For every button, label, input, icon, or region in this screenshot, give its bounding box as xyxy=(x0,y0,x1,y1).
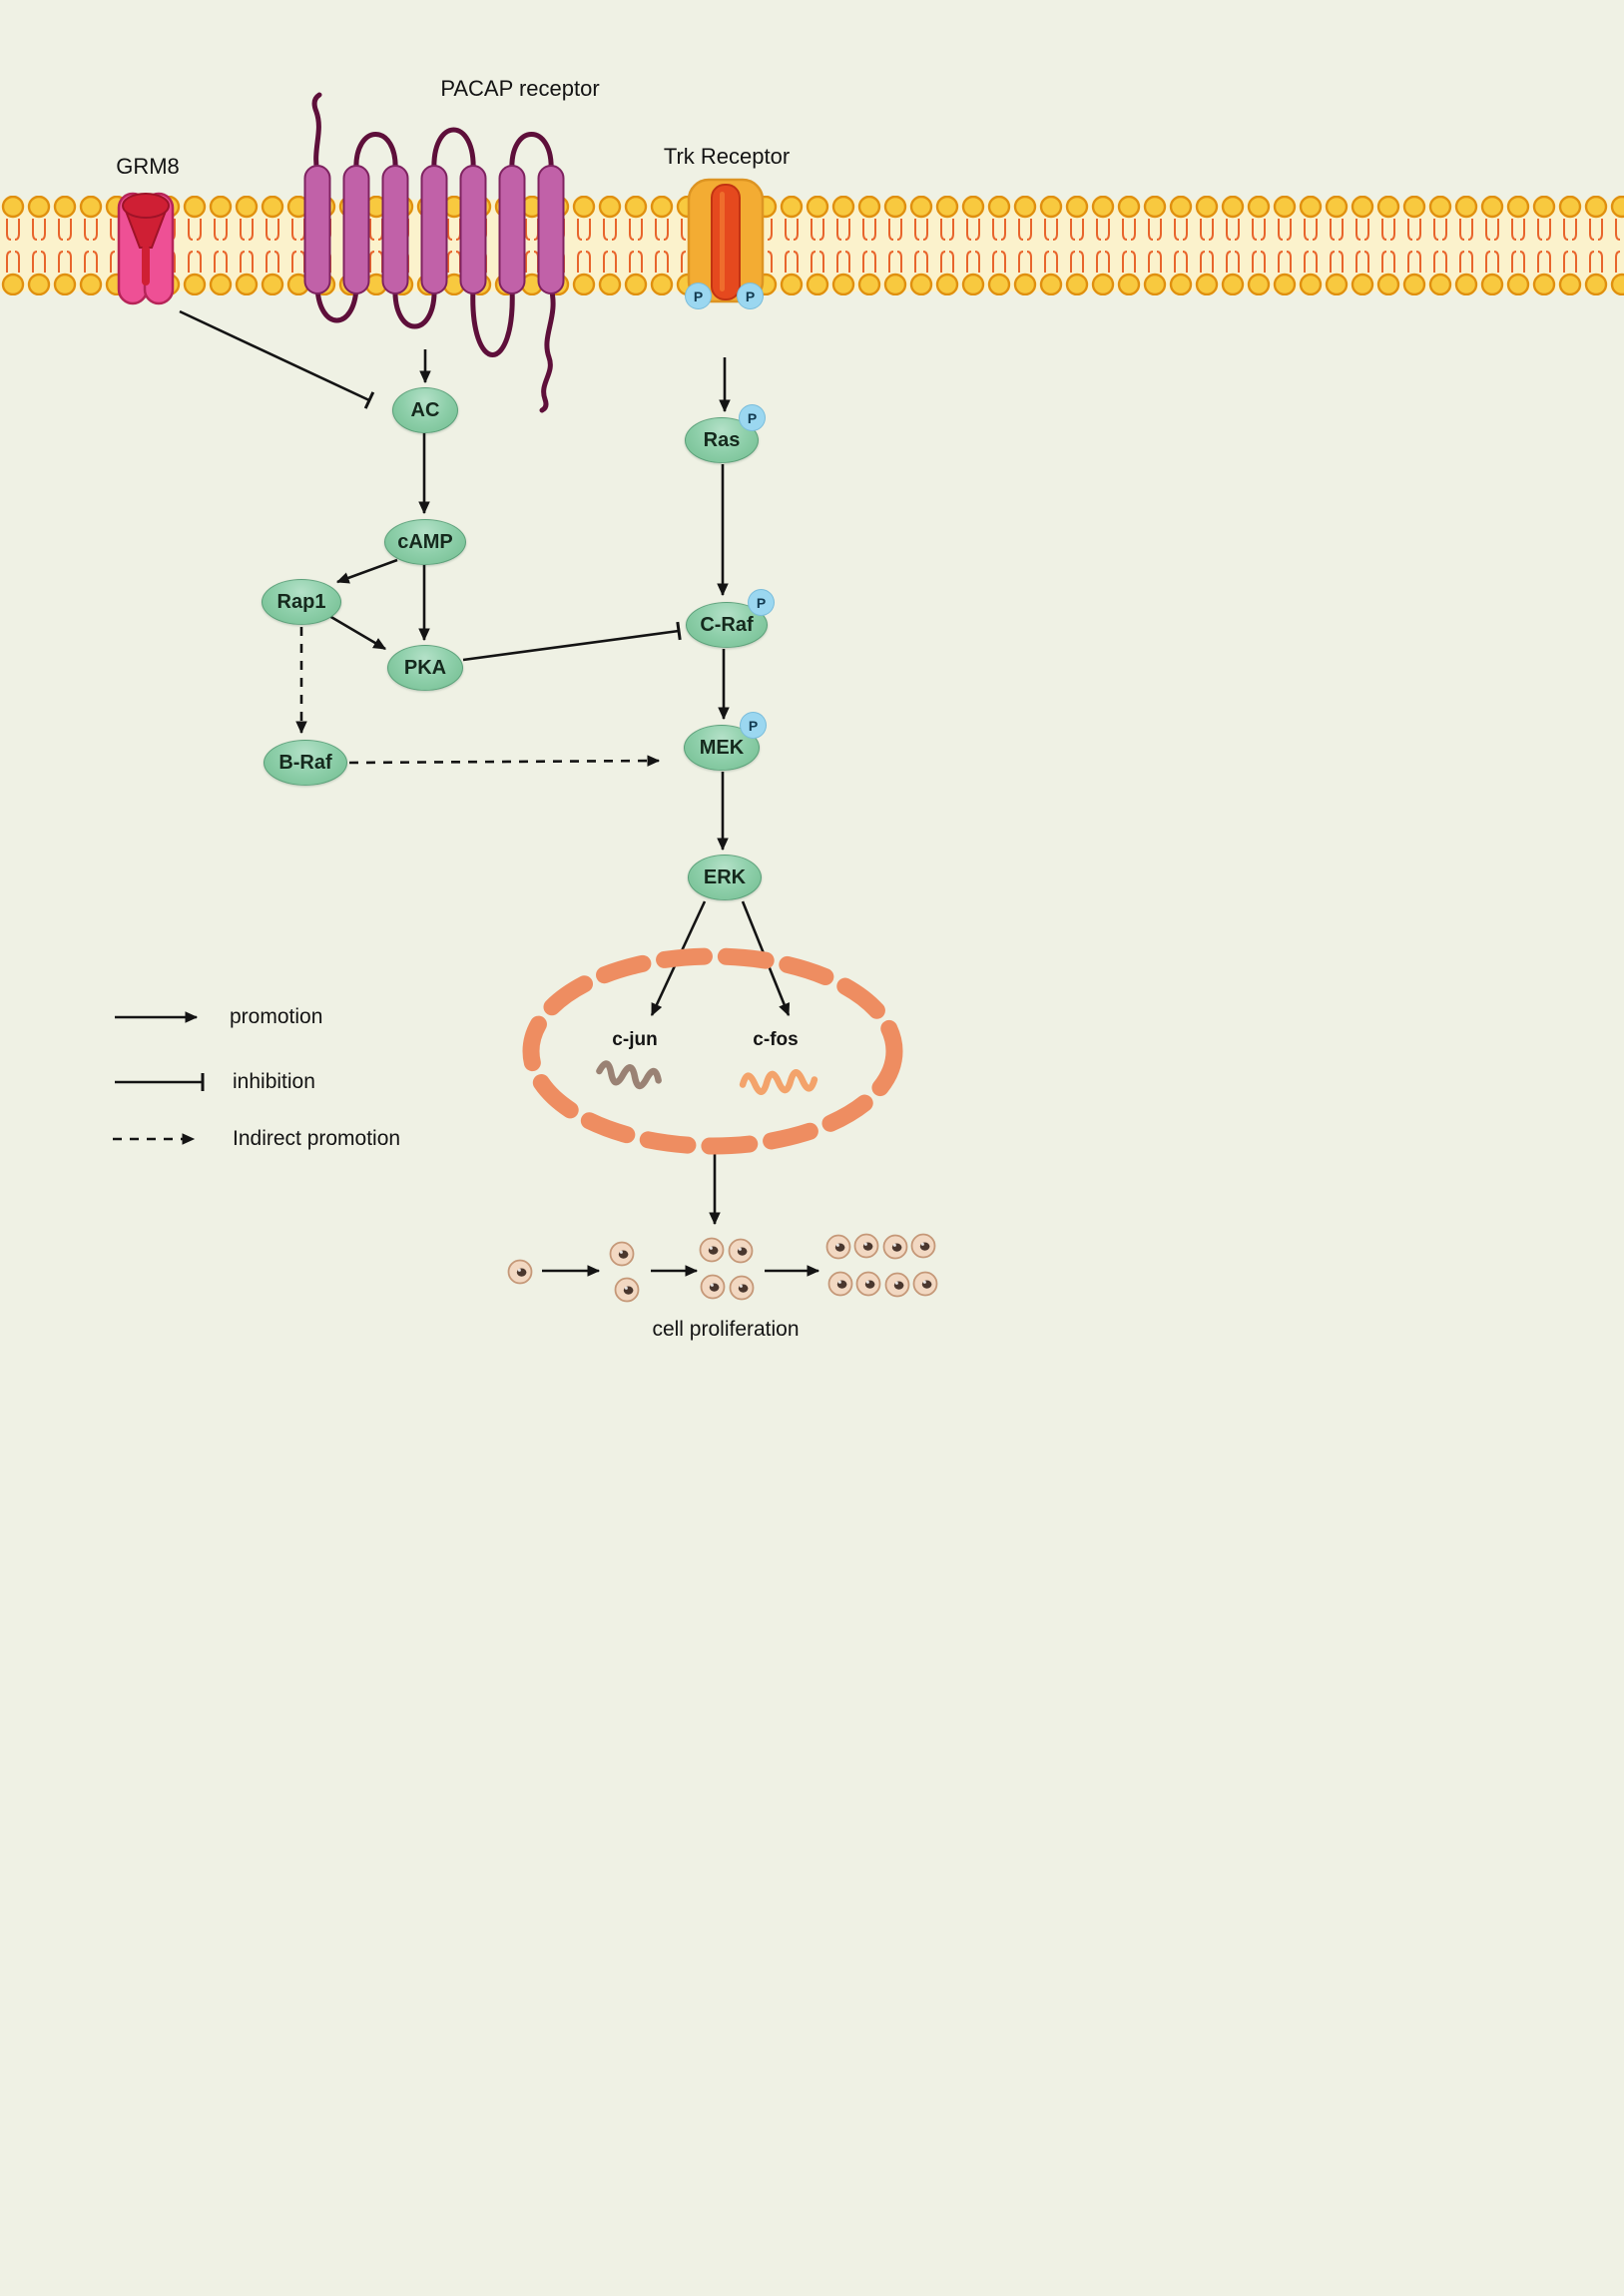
legend-label-promotion: promotion xyxy=(230,1005,323,1028)
node-ras-label: Ras xyxy=(703,428,741,451)
cell xyxy=(609,1241,635,1267)
pacap-receptor-label: PACAP receptor xyxy=(440,76,600,101)
legend-label-inhibition: inhibition xyxy=(233,1070,315,1093)
pacap-loops xyxy=(311,92,556,413)
cell xyxy=(910,1233,936,1259)
cfos-label: c-fos xyxy=(753,1029,799,1050)
dashed-braf-to-mek xyxy=(348,755,661,767)
membrane-bilayer xyxy=(0,196,1624,295)
node-rap1: Rap1 xyxy=(262,579,341,625)
ras-phospho-badge: P xyxy=(739,404,766,431)
cell xyxy=(729,1275,755,1301)
pacap-receptor xyxy=(303,92,565,413)
node-ac-label: AC xyxy=(410,398,440,421)
cell xyxy=(912,1271,938,1297)
cell xyxy=(853,1233,879,1259)
cell xyxy=(728,1238,754,1264)
trk-phospho-badge-left: P xyxy=(685,283,712,309)
inhibition-grm8-to-ac xyxy=(179,309,375,409)
node-pka: PKA xyxy=(387,645,463,691)
node-craf: C-Raf P xyxy=(686,589,775,648)
cell xyxy=(882,1234,908,1260)
cjun-label: c-jun xyxy=(612,1029,658,1050)
cjun-dna-squiggle xyxy=(596,1060,662,1090)
node-ac: AC xyxy=(392,387,458,433)
cell xyxy=(507,1259,533,1285)
legend-label-indirect-promotion: Indirect promotion xyxy=(233,1127,401,1150)
node-pka-label: PKA xyxy=(403,656,447,679)
cell-proliferation-caption: cell proliferation xyxy=(652,1318,800,1341)
cell xyxy=(884,1272,910,1298)
cell xyxy=(825,1234,851,1260)
cell-proliferation-cells xyxy=(507,1233,938,1303)
mek-phospho-badge: P xyxy=(740,712,767,739)
trk-receptor-label: Trk Receptor xyxy=(663,144,791,169)
legend-glyphs xyxy=(113,1011,205,1145)
node-erk-label: ERK xyxy=(703,865,747,888)
grm8-label: GRM8 xyxy=(116,154,180,179)
node-mek-label: MEK xyxy=(699,736,745,759)
cell xyxy=(614,1277,640,1303)
arrow-rap1-to-pka xyxy=(328,614,387,651)
node-camp: cAMP xyxy=(384,519,466,565)
node-braf-label: B-Raf xyxy=(278,751,332,774)
node-camp-label: cAMP xyxy=(397,530,453,553)
node-braf: B-Raf xyxy=(264,740,347,786)
nucleus-envelope xyxy=(522,947,903,1155)
arrow-camp-to-rap1 xyxy=(335,558,398,584)
grm8-receptor xyxy=(117,192,175,305)
node-mek: MEK P xyxy=(684,712,767,771)
trk-receptor xyxy=(687,178,765,303)
cell xyxy=(855,1271,881,1297)
cfos-dna-squiggle xyxy=(739,1069,818,1095)
cell xyxy=(827,1271,853,1297)
node-rap1-label: Rap1 xyxy=(276,590,326,613)
pacap-helices xyxy=(303,165,565,294)
node-erk: ERK xyxy=(688,855,762,900)
trk-phospho-badge-right: P xyxy=(737,283,764,309)
node-ras: Ras P xyxy=(685,404,766,463)
node-craf-label: C-Raf xyxy=(700,613,754,636)
cell-membrane xyxy=(0,196,1624,295)
cell xyxy=(700,1274,726,1300)
pathway-arrows xyxy=(179,309,820,1277)
craf-phospho-badge: P xyxy=(748,589,775,616)
inhibition-pka-to-craf xyxy=(462,621,682,662)
cell xyxy=(699,1237,725,1263)
